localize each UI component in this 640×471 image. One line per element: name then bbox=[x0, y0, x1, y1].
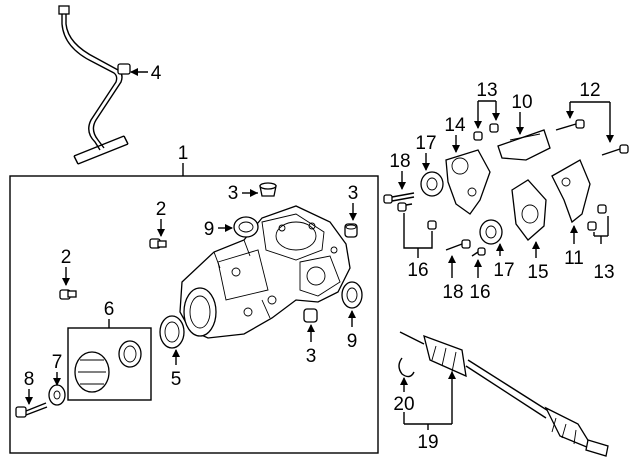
plug-right[interactable] bbox=[344, 223, 358, 238]
bolt-12[interactable] bbox=[555, 119, 629, 156]
bushing-17-lower[interactable] bbox=[479, 219, 503, 245]
callout-16-lower: 16 bbox=[469, 282, 490, 303]
differential-housing[interactable] bbox=[179, 205, 351, 339]
callout-5: 5 bbox=[171, 369, 182, 390]
vent-fitting-upper[interactable] bbox=[149, 238, 167, 249]
callout-4: 4 bbox=[151, 63, 162, 84]
callout-13-upper: 13 bbox=[476, 80, 497, 101]
axle-seal-right[interactable] bbox=[341, 281, 363, 309]
washer[interactable] bbox=[48, 384, 66, 406]
bolt-16-lower[interactable] bbox=[471, 247, 486, 257]
pinion-seal[interactable] bbox=[159, 315, 185, 349]
callout-6: 6 bbox=[104, 299, 115, 320]
joint-kit[interactable] bbox=[74, 340, 142, 393]
assembly-box bbox=[9, 175, 379, 454]
bolt-18-lower[interactable] bbox=[445, 239, 471, 251]
bracket-14[interactable] bbox=[445, 149, 491, 215]
bolt-8[interactable] bbox=[15, 402, 48, 418]
callout-12: 12 bbox=[579, 80, 600, 101]
vent-fitting-lower[interactable] bbox=[59, 289, 77, 300]
callout-9-left: 9 bbox=[204, 219, 215, 240]
bushing-17-upper[interactable] bbox=[420, 171, 444, 197]
bracket-11[interactable] bbox=[551, 159, 591, 224]
callout-1: 1 bbox=[178, 143, 189, 164]
callout-2-upper: 2 bbox=[156, 199, 167, 220]
bolt-13-lower[interactable] bbox=[587, 204, 607, 231]
bracket-15[interactable] bbox=[511, 179, 547, 241]
bolt-13-upper[interactable] bbox=[473, 123, 499, 141]
plug-top[interactable] bbox=[259, 182, 277, 197]
callout-2-lower: 2 bbox=[61, 247, 72, 268]
callout-9-right: 9 bbox=[347, 331, 358, 352]
snap-ring[interactable] bbox=[398, 357, 415, 378]
callout-18-lower: 18 bbox=[442, 282, 463, 303]
callout-17-upper: 17 bbox=[415, 133, 436, 154]
callout-10: 10 bbox=[511, 92, 532, 113]
callout-13-lower: 13 bbox=[593, 262, 614, 283]
callout-18-upper: 18 bbox=[389, 151, 410, 172]
callout-8: 8 bbox=[24, 369, 35, 390]
callout-16-upper: 16 bbox=[407, 260, 428, 281]
callout-19: 19 bbox=[417, 432, 438, 453]
callout-14: 14 bbox=[444, 115, 466, 136]
bolt-16-upper[interactable] bbox=[397, 202, 437, 230]
callout-20: 20 bbox=[393, 394, 414, 415]
bolt-18-upper[interactable] bbox=[383, 192, 415, 204]
vent-tube[interactable] bbox=[58, 5, 131, 165]
callout-3-top: 3 bbox=[228, 183, 239, 204]
callout-3-right: 3 bbox=[348, 183, 359, 204]
axle-shaft[interactable] bbox=[399, 331, 609, 457]
callout-17-lower: 17 bbox=[493, 260, 514, 281]
mount-bracket-10[interactable] bbox=[497, 129, 551, 161]
plug-bottom[interactable] bbox=[303, 308, 318, 323]
axle-seal-left[interactable] bbox=[233, 216, 259, 238]
callout-7: 7 bbox=[52, 352, 63, 373]
callout-15: 15 bbox=[527, 262, 548, 283]
callout-11: 11 bbox=[564, 248, 584, 269]
callout-3-bottom: 3 bbox=[306, 346, 317, 367]
